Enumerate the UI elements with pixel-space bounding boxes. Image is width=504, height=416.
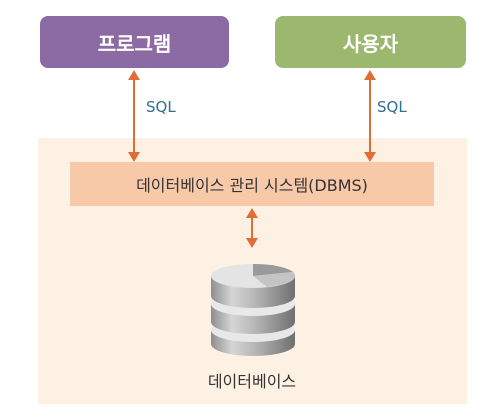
right-double-arrow-icon (364, 70, 376, 162)
center-double-arrow-icon (246, 208, 258, 248)
user-label: 사용자 (342, 31, 399, 56)
program-box: 프로그램 (40, 16, 229, 68)
database-label: 데이터베이스 (207, 372, 297, 391)
user-box: 사용자 (275, 16, 466, 68)
right-sql-label: SQL (377, 98, 407, 116)
left-sql-label: SQL (146, 98, 176, 116)
database-cylinder-icon (211, 263, 296, 356)
program-label: 프로그램 (97, 31, 172, 56)
dbms-label: 데이터베이스 관리 시스템(DBMS) (136, 176, 368, 195)
dbms-box: 데이터베이스 관리 시스템(DBMS) (70, 162, 434, 206)
left-double-arrow-icon (128, 70, 140, 162)
